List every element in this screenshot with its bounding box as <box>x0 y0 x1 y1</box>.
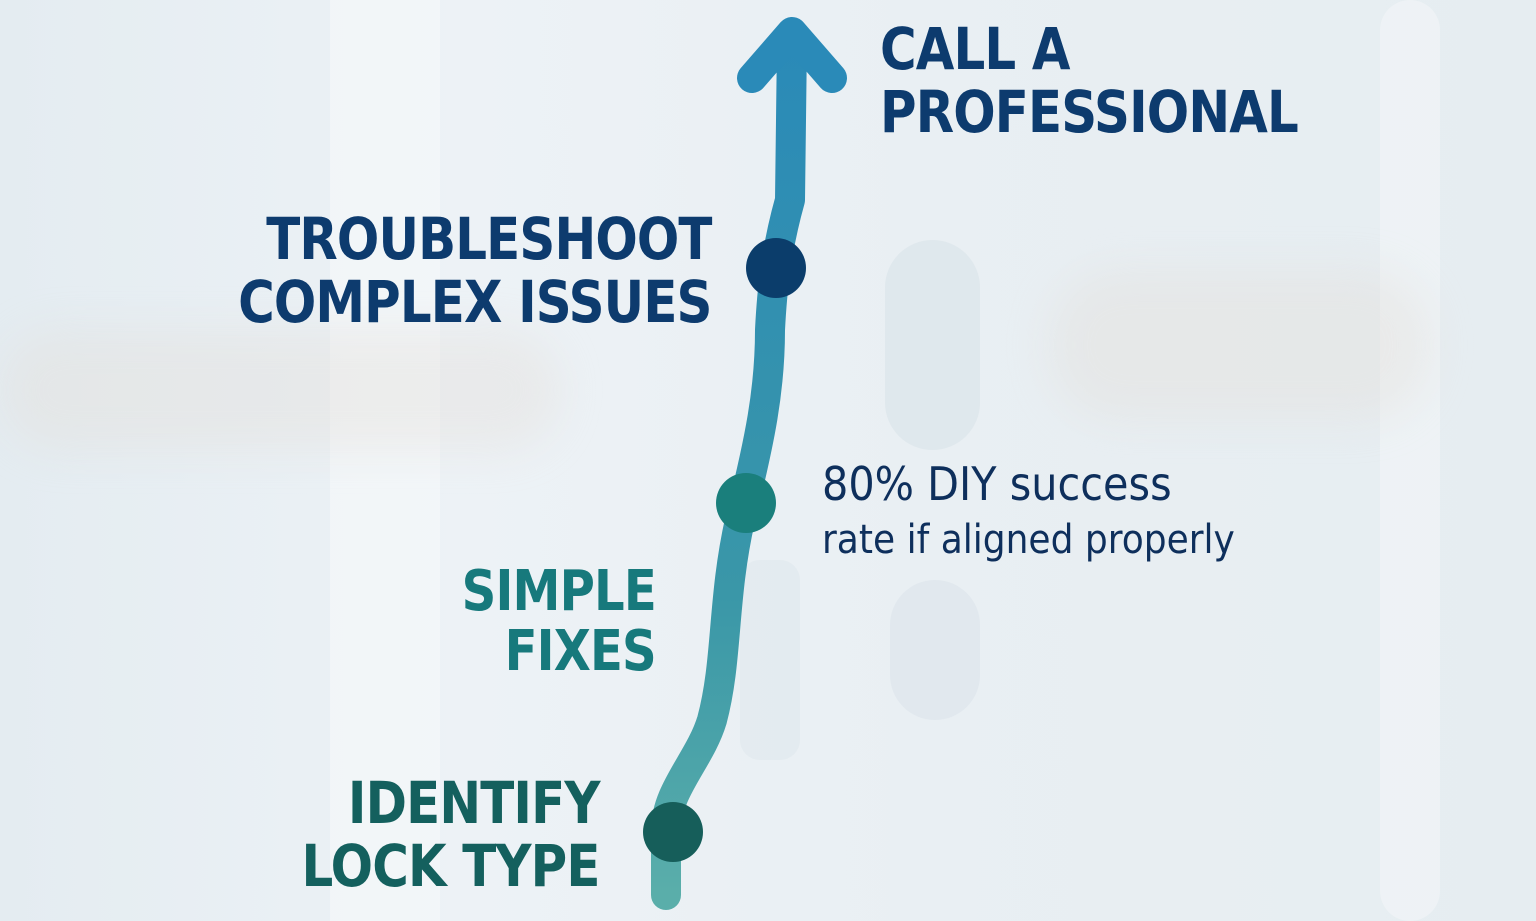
step-troubleshoot: TROUBLESHOOT COMPLEX ISSUES <box>238 205 712 336</box>
stat-headline: 80% DIY success <box>822 457 1172 511</box>
step-call-professional: CALL A PROFESSIONAL <box>880 15 1299 146</box>
node-simple-icon <box>716 473 776 533</box>
stat-subline: rate if aligned properly <box>822 517 1235 563</box>
background-lock-knob <box>890 580 980 720</box>
background-lock-plate-upper <box>885 240 980 450</box>
background-hand-right <box>1050 270 1430 420</box>
diy-success-stat: 80% DIY success rate if aligned properly <box>822 456 1235 568</box>
node-troubleshoot-icon <box>746 238 806 298</box>
node-identify-icon <box>643 802 703 862</box>
background-door-frame <box>1380 0 1440 921</box>
background-door-panel <box>330 0 440 921</box>
background-door-handle <box>740 560 800 760</box>
background-hand-left <box>0 330 560 450</box>
arrow-head-icon <box>737 17 847 93</box>
step-identify-lock-type: IDENTIFY LOCK TYPE <box>301 769 601 900</box>
step-simple-fixes: SIMPLE FIXES <box>461 559 657 685</box>
